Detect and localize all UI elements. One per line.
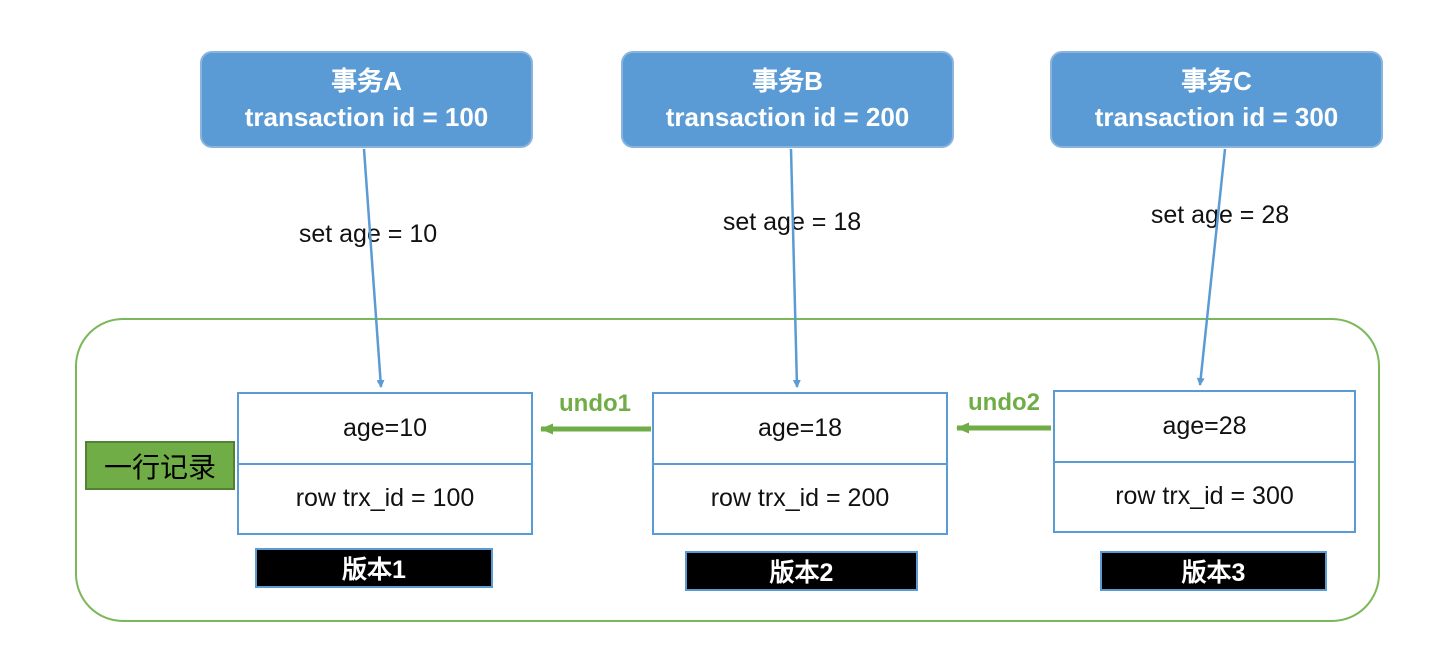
undo2-label: undo2	[968, 389, 1040, 416]
version-1-box: age=10 row trx_id = 100	[237, 392, 533, 535]
undo1-label: undo1	[559, 390, 631, 417]
transaction-c-box: 事务C transaction id = 300	[1050, 51, 1383, 148]
set-age-label-c: set age = 28	[1150, 201, 1290, 229]
transaction-c-id: transaction id = 300	[1094, 101, 1339, 132]
version-3-trx-id: row trx_id = 300	[1115, 482, 1294, 511]
version-2-tag: 版本2	[685, 551, 918, 591]
set-age-label-a: set age = 10	[298, 220, 438, 248]
version-1-tag: 版本1	[255, 548, 493, 588]
row-record-label: 一行记录	[85, 441, 235, 490]
version-2-box: age=18 row trx_id = 200	[652, 392, 948, 535]
version-3-tag: 版本3	[1100, 551, 1327, 591]
transaction-a-title: 事务A	[331, 66, 402, 97]
transaction-a-id: transaction id = 100	[244, 101, 489, 132]
transaction-b-title: 事务B	[752, 66, 823, 97]
set-age-label-b: set age = 18	[722, 208, 862, 236]
record-row-container	[75, 318, 1380, 622]
transaction-c-title: 事务C	[1181, 66, 1252, 97]
transaction-b-box: 事务B transaction id = 200	[621, 51, 954, 148]
version-1-trx-id: row trx_id = 100	[295, 484, 475, 513]
version-3-age: age=28	[1055, 392, 1354, 463]
version-2-age: age=18	[654, 394, 946, 465]
version-2-trx-id: row trx_id = 200	[710, 484, 890, 513]
version-1-age: age=10	[239, 394, 531, 465]
version-3-box: age=28 row trx_id = 300	[1053, 390, 1356, 533]
transaction-b-id: transaction id = 200	[665, 101, 910, 132]
transaction-a-box: 事务A transaction id = 100	[200, 51, 533, 148]
